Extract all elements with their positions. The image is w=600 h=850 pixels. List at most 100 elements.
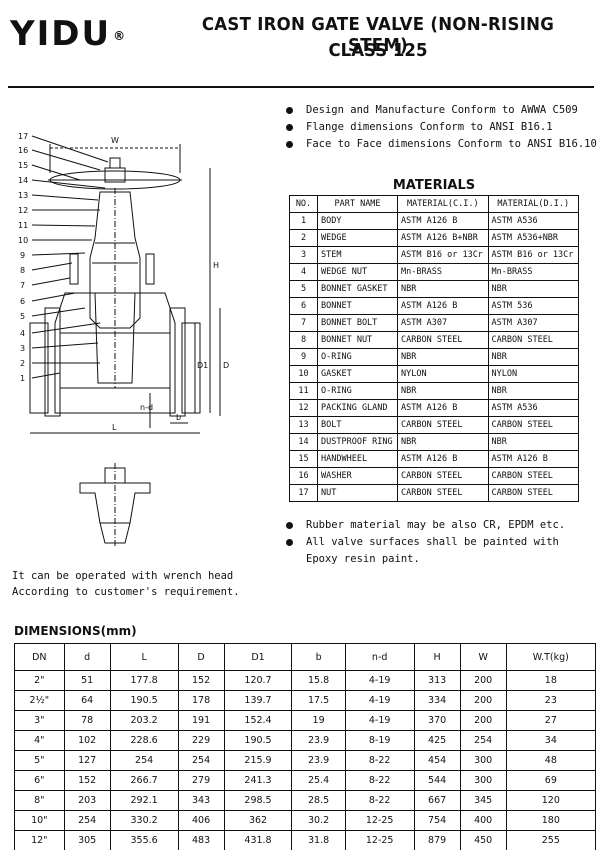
callout-label: 12 [18, 206, 28, 215]
callout-label: 10 [18, 236, 28, 245]
table-cell: 12-25 [344, 810, 415, 831]
table-cell: NBR [397, 280, 489, 298]
table-cell: 305 [63, 830, 111, 850]
page-title: CAST IRON GATE VALVE (NON-RISING STEM) [201, 14, 555, 56]
table-cell: 190.5 [109, 690, 179, 711]
table-cell: 3 [289, 246, 318, 264]
table-cell: 19 [291, 710, 346, 731]
table-cell: 64 [63, 690, 111, 711]
table-cell: 102 [63, 730, 111, 751]
table-cell: CARBON STEEL [397, 331, 489, 349]
table-cell: 300 [459, 770, 507, 791]
table-cell: 25.4 [291, 770, 346, 791]
column-header: d [63, 643, 111, 671]
callout-label: 2 [20, 359, 25, 368]
table-cell: BOLT [316, 416, 399, 434]
note-item: Rubber material may be also CR, EPDM etc… [284, 517, 565, 534]
table-cell: CARBON STEEL [397, 416, 489, 434]
table-cell: 203.2 [109, 710, 179, 731]
table-cell: 27 [505, 710, 597, 731]
dim-label-w: W [111, 136, 119, 145]
table-cell: 4 [289, 263, 318, 281]
table-cell: 425 [413, 730, 461, 751]
table-cell: GASKET [316, 365, 399, 383]
materials-title: MATERIALS [392, 178, 476, 193]
table-cell: 10" [14, 810, 65, 831]
table-cell: 152 [63, 770, 111, 791]
table-cell: 4-19 [344, 690, 415, 711]
callout-label: 17 [18, 132, 28, 141]
materials-table: NO. PART NAME MATERIAL(C.I.) MATERIAL(D.… [289, 195, 580, 502]
spec-item: Face to Face dimensions Conform to ANSI … [284, 136, 597, 153]
callout-label: 6 [20, 297, 25, 306]
callout-label: 16 [18, 146, 28, 155]
table-cell: DUSTPROOF RING [316, 433, 399, 451]
table-cell: 879 [413, 830, 461, 850]
table-cell: 34 [505, 730, 597, 751]
dim-label-d: D [223, 361, 229, 370]
table-header-row: DN d L D D1 b n-d H W W.T(kg) [14, 643, 597, 671]
table-cell: ASTM A536+NBR [487, 229, 580, 247]
table-cell: 16 [289, 467, 318, 485]
table-cell: BONNET NUT [316, 331, 399, 349]
table-cell: 313 [413, 670, 461, 691]
table-cell: CARBON STEEL [397, 467, 489, 485]
table-cell: BONNET [316, 297, 399, 315]
table-cell: 254 [177, 750, 225, 771]
table-cell: NBR [487, 382, 580, 400]
table-cell: 483 [177, 830, 225, 850]
table-cell: 241.3 [223, 770, 293, 791]
table-cell: 69 [505, 770, 597, 791]
table-cell: 343 [177, 790, 225, 811]
dim-label-b: b [176, 413, 181, 422]
table-cell: ASTM A307 [487, 314, 580, 332]
table-cell: Mn-BRASS [487, 263, 580, 281]
column-header: b [291, 643, 346, 671]
dimensions-unit: (mm) [100, 624, 137, 638]
callout-label: 1 [20, 374, 25, 383]
note-item: All valve surfaces shall be painted with [284, 534, 565, 551]
table-cell: 406 [177, 810, 225, 831]
callout-label: 4 [20, 329, 25, 338]
callout-label: 9 [20, 251, 25, 260]
registered-mark: ® [113, 28, 128, 43]
table-cell: 215.9 [223, 750, 293, 771]
header-divider [8, 86, 594, 88]
table-cell: ASTM A126 B [397, 212, 489, 230]
wrench-note-line: It can be operated with wrench head [12, 570, 234, 582]
notes-list: Rubber material may be also CR, EPDM etc… [284, 517, 565, 568]
table-cell: WASHER [316, 467, 399, 485]
table-cell: BONNET GASKET [316, 280, 399, 298]
table-cell: ASTM 536 [487, 297, 580, 315]
column-header: NO. [289, 195, 318, 213]
table-cell: HANDWHEEL [316, 450, 399, 468]
dim-label-l: L [112, 423, 117, 432]
table-cell: 8-22 [344, 750, 415, 771]
table-cell: ASTM A536 [487, 399, 580, 417]
table-cell: 178 [177, 690, 225, 711]
table-cell: 400 [459, 810, 507, 831]
table-cell: 13 [289, 416, 318, 434]
table-cell: NBR [487, 433, 580, 451]
spec-list: Design and Manufacture Conform to AWWA C… [284, 102, 597, 153]
table-cell: 120.7 [223, 670, 293, 691]
table-cell: 6" [14, 770, 65, 791]
column-header: DN [14, 643, 65, 671]
table-cell: NBR [397, 433, 489, 451]
callout-label: 7 [20, 281, 25, 290]
table-cell: 4-19 [344, 670, 415, 691]
table-header-row: NO. PART NAME MATERIAL(C.I.) MATERIAL(D.… [289, 195, 580, 213]
callout-label: 14 [18, 176, 28, 185]
callout-label: 5 [20, 312, 25, 321]
table-cell: 254 [459, 730, 507, 751]
